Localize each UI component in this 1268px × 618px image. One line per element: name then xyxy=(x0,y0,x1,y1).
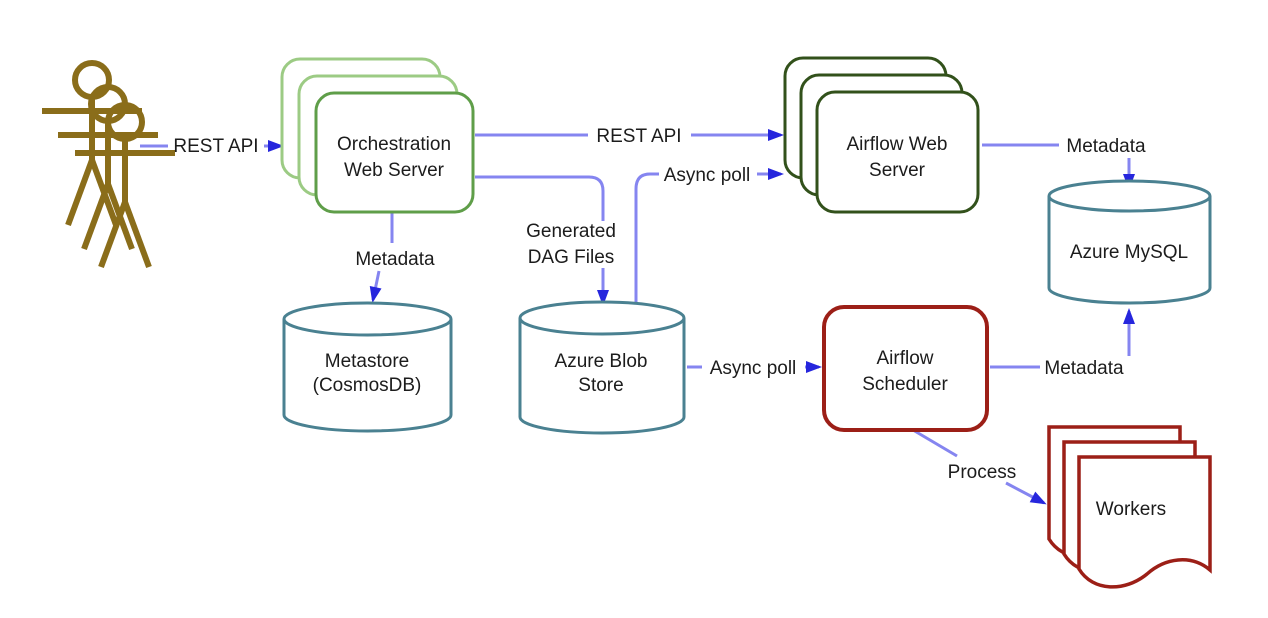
edge-metadata-scheduler: Metadata xyxy=(990,308,1135,379)
scheduler-label-line2: Scheduler xyxy=(862,374,948,395)
azure-mysql-cylinder: Azure MySQL xyxy=(1047,179,1212,305)
edge-label-metadata-web: Metadata xyxy=(1066,136,1146,157)
edge-async-poll-scheduler: Async poll xyxy=(687,358,822,379)
orchestration-web-server-node: Orchestration Web Server xyxy=(280,57,475,214)
users-actor-icon xyxy=(42,60,175,269)
edge-label-metadata-scheduler: Metadata xyxy=(1044,358,1124,379)
edge-generated-dag-files: Generated DAG Files xyxy=(475,175,616,306)
edge-metadata-metastore: Metadata xyxy=(355,212,435,303)
orchestration-label-line2: Web Server xyxy=(344,160,445,181)
edge-label-rest-api-web: REST API xyxy=(596,126,681,147)
workers-documents-node: Workers xyxy=(1047,425,1212,589)
edge-label-async-poll-web: Async poll xyxy=(664,165,751,186)
metastore-label-line2: (CosmosDB) xyxy=(313,375,422,396)
blob-label-line1: Azure Blob xyxy=(555,351,648,372)
metastore-cylinder: Metastore (CosmosDB) xyxy=(282,301,453,433)
mysql-label: Azure MySQL xyxy=(1070,242,1188,263)
edge-label-dag-files: DAG Files xyxy=(528,247,615,268)
edge-metadata-web: Metadata xyxy=(982,136,1146,190)
edge-async-poll-web: Async poll xyxy=(634,165,784,314)
workers-label: Workers xyxy=(1096,499,1166,520)
azure-blob-store-cylinder: Azure Blob Store xyxy=(518,300,686,435)
edge-orchestration-rest-api: REST API xyxy=(475,126,784,147)
metastore-label-line1: Metastore xyxy=(325,351,409,372)
edge-label-async-poll-scheduler: Async poll xyxy=(710,358,797,379)
edge-label-process: Process xyxy=(948,462,1017,483)
orchestration-label-line1: Orchestration xyxy=(337,134,451,155)
airflow-scheduler-node: Airflow Scheduler xyxy=(822,305,989,432)
scheduler-label-line1: Airflow xyxy=(876,348,933,369)
edge-label-rest-api-users: REST API xyxy=(173,136,258,157)
airflow-web-label-line1: Airflow Web xyxy=(846,134,947,155)
edge-process: Process xyxy=(912,428,1047,505)
blob-label-line2: Store xyxy=(578,375,623,396)
airflow-web-label-line2: Server xyxy=(869,160,926,181)
edge-label-generated: Generated xyxy=(526,221,616,242)
airflow-web-server-node: Airflow Web Server xyxy=(783,56,980,214)
edge-users-rest-api: REST API xyxy=(140,136,284,157)
edge-label-metadata-metastore: Metadata xyxy=(355,249,435,270)
